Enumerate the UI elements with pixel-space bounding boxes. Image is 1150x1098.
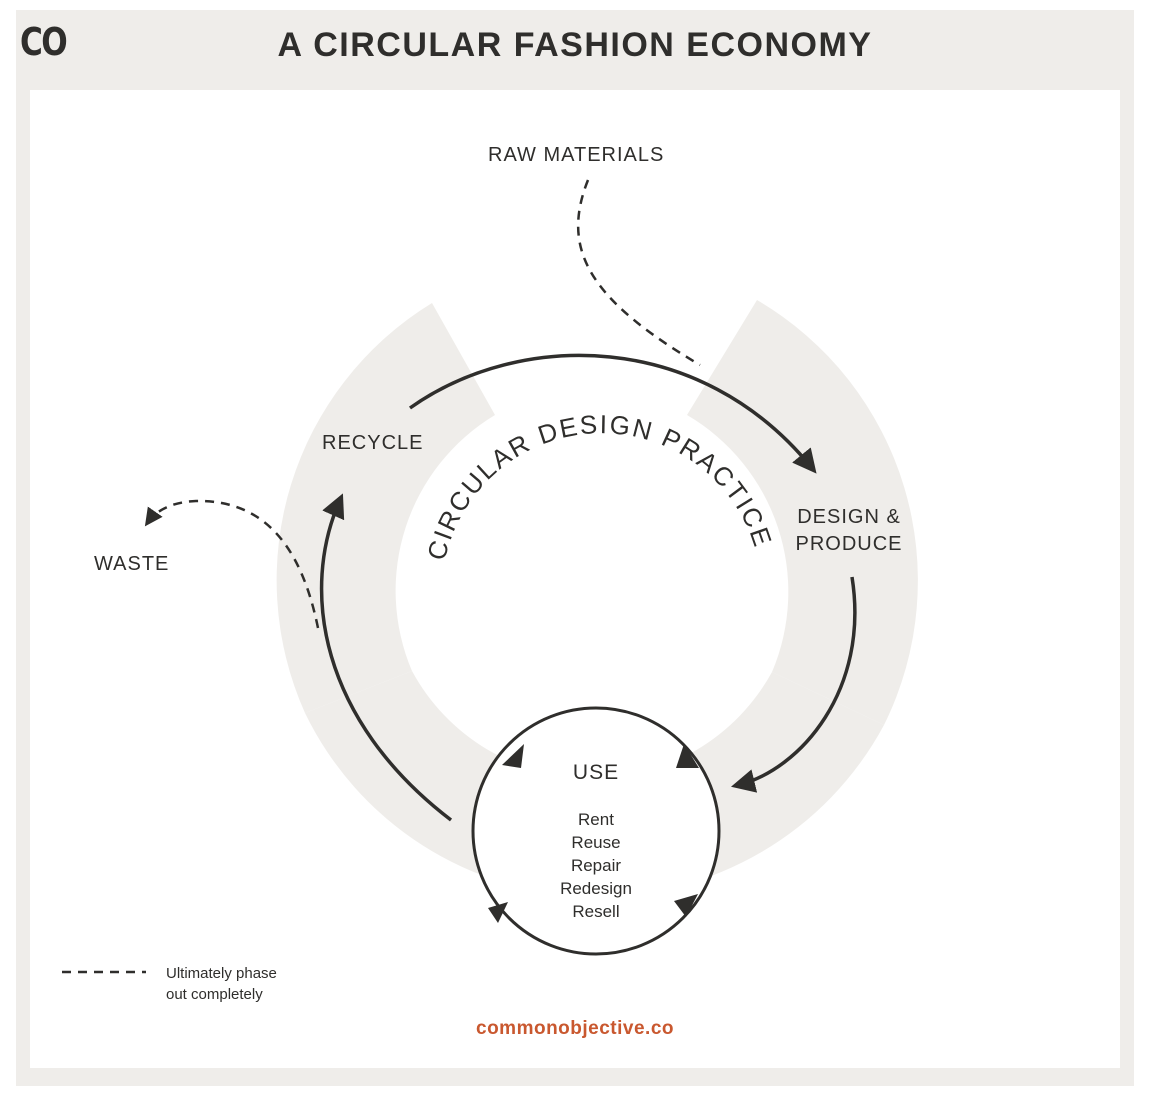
use-circle-arrows bbox=[488, 744, 699, 923]
recycle-label: RECYCLE bbox=[322, 432, 424, 454]
use-title: USE bbox=[572, 761, 620, 784]
use-arrow-top-left bbox=[502, 744, 524, 768]
use-arrow-top-right bbox=[676, 744, 699, 768]
use-to-recycle-arrow bbox=[319, 493, 453, 822]
waste-label: WASTE bbox=[94, 553, 170, 575]
legend-text: Ultimately phase out completely bbox=[166, 963, 277, 1005]
raw-materials-dashed-line bbox=[576, 179, 701, 367]
page-title: A CIRCULAR FASHION ECONOMY bbox=[277, 26, 873, 64]
legend-line-1: Ultimately phase bbox=[166, 965, 277, 982]
legend-line-2: out completely bbox=[166, 986, 263, 1003]
design-produce-label: DESIGN & PRODUCE bbox=[774, 504, 924, 558]
recycle-to-design-arrow bbox=[408, 353, 817, 474]
raw-materials-label: RAW MATERIALS bbox=[488, 144, 665, 166]
page-frame bbox=[16, 10, 1134, 1086]
ring-segment-recycle bbox=[276, 303, 495, 713]
use-arrow-bottom-right bbox=[674, 894, 698, 917]
co-logo: CO bbox=[20, 20, 68, 64]
use-item-resell: Resell bbox=[572, 902, 620, 921]
use-circle bbox=[471, 706, 721, 956]
design-label-line-1: DESIGN & bbox=[797, 506, 901, 528]
source-link[interactable]: commonobjective.co bbox=[476, 1018, 674, 1039]
use-item-repair: Repair bbox=[570, 856, 622, 875]
use-item-rent: Rent bbox=[578, 810, 614, 829]
waste-dashed-arrow bbox=[144, 499, 320, 629]
design-to-use-arrow bbox=[731, 576, 857, 793]
use-arrow-bottom-left bbox=[488, 902, 508, 923]
use-item-redesign: Redesign bbox=[560, 879, 632, 898]
use-list: Rent Reuse Repair Redesign Resell bbox=[496, 808, 696, 923]
use-item-reuse: Reuse bbox=[571, 833, 621, 852]
design-label-line-2: PRODUCE bbox=[795, 533, 903, 555]
